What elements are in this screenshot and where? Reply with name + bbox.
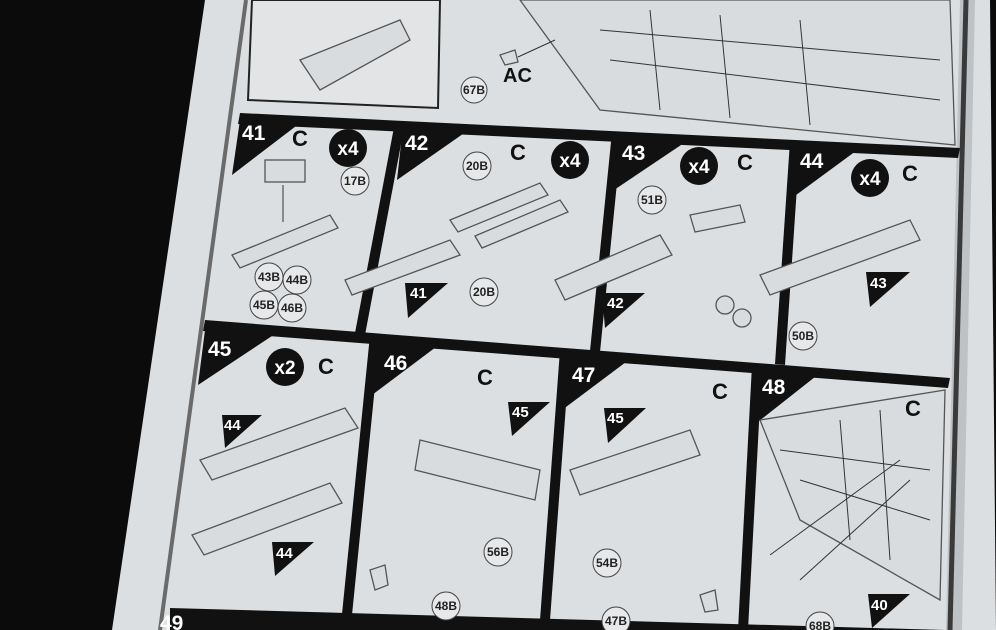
sprue-letter: C [902, 161, 918, 186]
svg-text:x4: x4 [559, 151, 581, 172]
quantity-badge: x4 [680, 147, 718, 185]
svg-text:43: 43 [870, 275, 887, 292]
quantity-badge: x4 [851, 159, 889, 197]
svg-text:47B: 47B [605, 614, 627, 628]
svg-text:46B: 46B [281, 301, 303, 315]
part-callouts: 67B 17B 43B 44B 45B 46B 20B 20B 51B 50B … [249, 76, 835, 630]
sprue-letter: C [712, 379, 728, 404]
svg-text:44: 44 [224, 417, 241, 434]
part-drawings [191, 159, 946, 613]
step-number: 46 [384, 352, 407, 375]
step-number: 49 [160, 612, 183, 630]
svg-text:17B: 17B [344, 174, 366, 188]
svg-text:40: 40 [871, 597, 888, 614]
svg-text:x4: x4 [859, 169, 881, 190]
svg-text:x2: x2 [274, 358, 295, 379]
sprue-letters: C C C C C C C C [292, 126, 921, 421]
reference-markers: 41 42 43 44 44 45 45 40 [222, 272, 910, 628]
svg-text:48B: 48B [435, 599, 457, 613]
step-number: 47 [572, 364, 595, 387]
svg-text:45B: 45B [253, 298, 275, 312]
step-number: 41 [242, 122, 266, 145]
step-number: 45 [208, 338, 232, 361]
svg-text:42: 42 [607, 295, 624, 312]
quantity-badge: x4 [329, 129, 367, 167]
sprue-letter: C [292, 126, 308, 151]
sprue-letter: C [510, 140, 526, 165]
svg-text:43B: 43B [258, 270, 280, 284]
quantity-badge: x4 [551, 141, 589, 179]
svg-text:51B: 51B [641, 193, 663, 207]
step-number: 44 [800, 150, 824, 173]
svg-text:41: 41 [410, 285, 427, 302]
assembly-label: AC [503, 65, 532, 87]
sprue-letter: C [477, 365, 493, 390]
svg-text:x4: x4 [337, 139, 359, 160]
step-number: 42 [405, 132, 428, 155]
svg-text:45: 45 [607, 410, 624, 427]
sprue-letter: C [737, 150, 753, 175]
step-number: 48 [762, 376, 786, 399]
step-number: 43 [622, 142, 645, 165]
svg-text:68B: 68B [809, 619, 831, 630]
svg-text:44: 44 [276, 545, 293, 562]
sprue-letter: C [905, 396, 921, 421]
quantity-badge: x2 [266, 348, 304, 386]
svg-text:44B: 44B [286, 273, 308, 287]
svg-text:45: 45 [512, 404, 529, 421]
svg-text:50B: 50B [792, 329, 814, 343]
svg-text:54B: 54B [596, 556, 618, 570]
svg-text:20B: 20B [466, 159, 488, 173]
svg-text:20B: 20B [473, 285, 495, 299]
svg-text:56B: 56B [487, 545, 509, 559]
sprue-letter: C [318, 354, 334, 379]
svg-text:x4: x4 [688, 157, 710, 178]
svg-text:67B: 67B [463, 83, 485, 97]
